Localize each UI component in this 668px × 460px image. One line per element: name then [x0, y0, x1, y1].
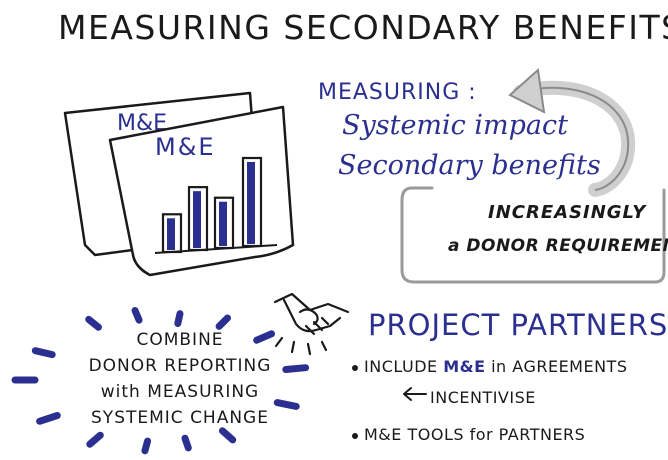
bullet1-accent: M&E: [443, 357, 486, 376]
sunburst-ray-9: [141, 437, 152, 455]
combine-block: COMBINE DONOR REPORTING with MEASURING S…: [55, 327, 305, 431]
incentivise-note: INCENTIVISE: [430, 388, 536, 407]
chart-baseline: [154, 244, 278, 254]
measuring-item-secondary-benefits: Secondary benefits: [338, 150, 601, 181]
bar-fill-1: [167, 218, 175, 250]
page-title: MEASURING SECONDARY BENEFITS: [58, 8, 668, 47]
sunburst-ray-1: [85, 315, 102, 331]
bar-fill-3: [219, 201, 227, 246]
sunburst-icon: [11, 307, 310, 455]
sunburst-ray-5: [31, 347, 56, 359]
bullet1-prefix: INCLUDE: [364, 357, 444, 376]
bullet-include-me: INCLUDE M&E in AGREEMENTS: [352, 357, 627, 376]
bar-fill-2: [193, 191, 201, 248]
me-documents: M&E M&E: [63, 91, 295, 277]
bullet-me-tools: M&E TOOLS for PARTNERS: [352, 425, 585, 444]
front-paper-label: M&E: [155, 133, 216, 161]
combine-line-2: DONOR REPORTING: [88, 356, 272, 376]
bullet1-suffix: in AGREEMENTS: [485, 357, 628, 376]
bullet-dot: [352, 432, 358, 439]
sunburst-ray-11: [218, 427, 237, 444]
sunburst-ray-2: [131, 307, 143, 324]
measuring-item-systemic-impact: Systemic impact: [342, 110, 568, 141]
donor-requirement-text: a DONOR REQUIREMENT: [448, 236, 668, 256]
sunburst-ray-10: [181, 434, 192, 452]
sunburst-ray-7: [36, 412, 61, 425]
sunburst-ray-4: [215, 314, 231, 330]
bar-chart-marks: [161, 156, 263, 254]
bar-fill-4: [247, 162, 255, 244]
combine-line-3: with MEASURING: [100, 382, 260, 402]
increasingly-text: INCREASINGLY: [488, 202, 647, 223]
measuring-heading: MEASURING :: [318, 80, 477, 105]
curved-arrow-icon: [508, 68, 636, 197]
bullet-dot: [352, 364, 358, 371]
donor-requirement-box: [400, 186, 666, 284]
sunburst-ray-14: [253, 330, 275, 344]
small-arrow-icon: [403, 387, 427, 401]
bullet2-text: M&E TOOLS for PARTNERS: [364, 425, 586, 444]
sunburst-ray-12: [273, 399, 300, 410]
handshake-icon: [273, 292, 350, 356]
project-partners-heading: PROJECT PARTNERS: [368, 308, 668, 342]
sunburst-ray-3: [174, 310, 184, 327]
combine-line-4: SYSTEMIC CHANGE: [91, 408, 269, 428]
sunburst-ray-8: [86, 431, 104, 448]
combine-line-1: COMBINE: [136, 330, 224, 350]
sunburst-ray-13: [282, 364, 310, 373]
